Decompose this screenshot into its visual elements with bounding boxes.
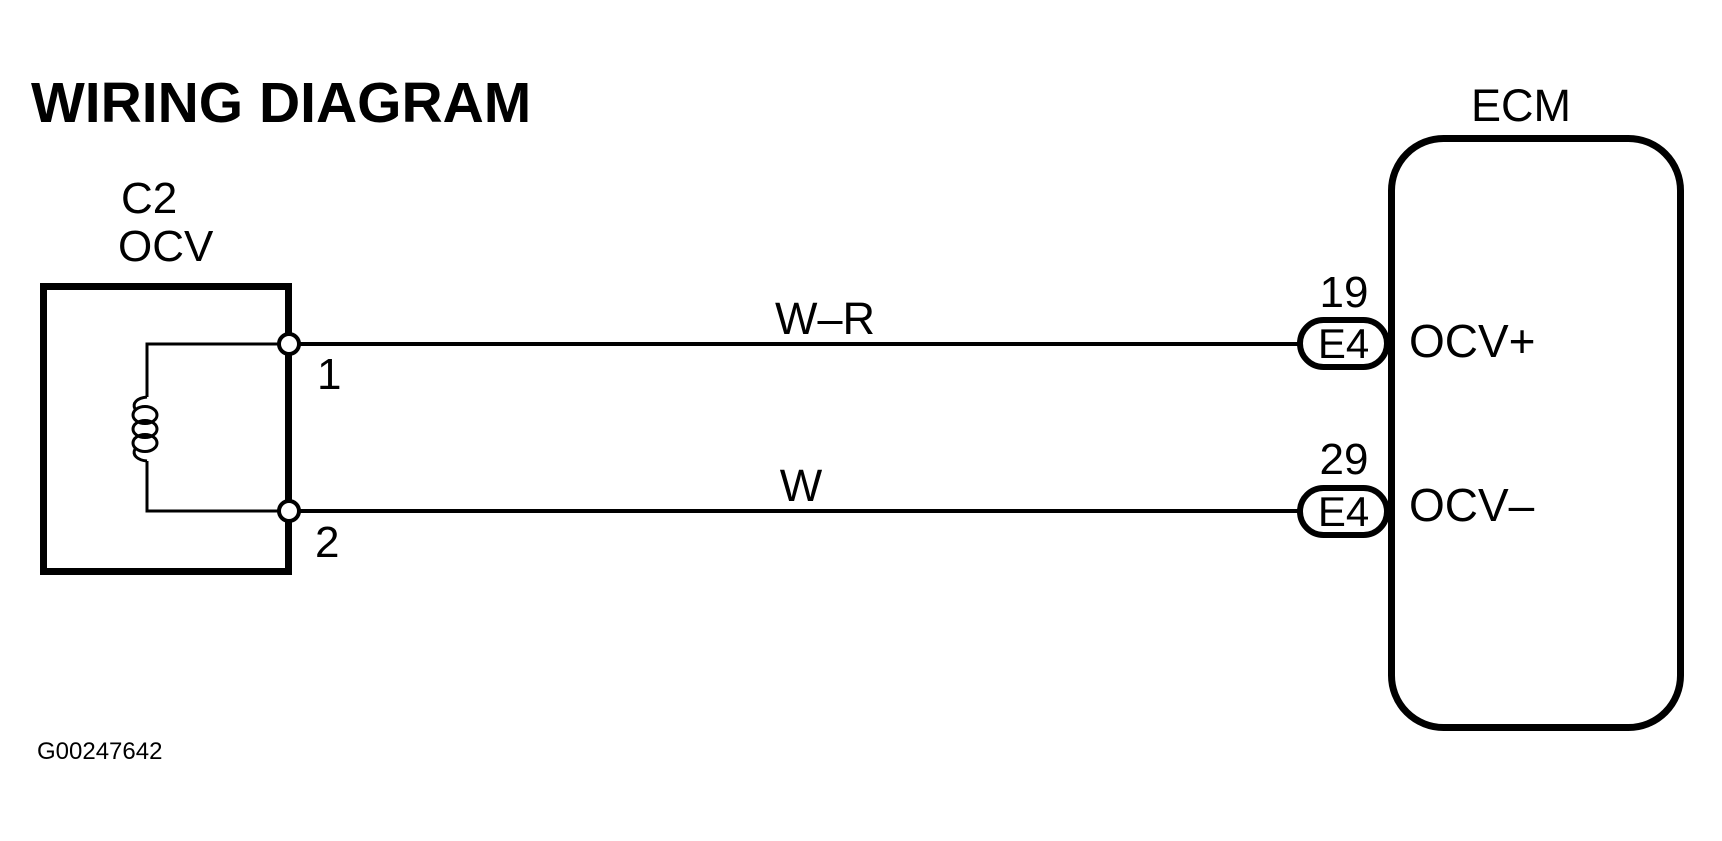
ecm-terminal-29-label: 29 [1319,435,1369,484]
signal-ocv-plus-label: OCV+ [1409,315,1536,367]
wire-color-label-w-r: W–R [775,293,875,344]
ecm-pin-pill-19 [1297,317,1390,370]
terminal-1-node [277,332,301,356]
connector-box [40,283,292,575]
connector-id-label: C2 [121,174,178,223]
figure-id-label: G00247642 [37,738,163,765]
ecm-label: ECM [1471,80,1571,131]
diagram-title: WIRING DIAGRAM [31,71,532,135]
ecm-box [1388,135,1684,731]
pin-2-label: 2 [315,518,340,567]
inductor-coil-icon [131,342,288,513]
ecm-connector-e4-bottom-label: E4 [1317,487,1370,535]
signal-ocv-minus-label: OCV– [1409,479,1535,531]
pin-1-label: 1 [317,350,342,399]
ecm-terminal-19-label: 19 [1319,268,1369,317]
connector-name-label: OCV [118,222,214,271]
terminal-2-node [277,499,301,523]
ecm-pin-pill-29 [1297,485,1390,538]
wire-color-label-w: W [779,460,823,511]
ecm-connector-e4-top-label: E4 [1317,319,1370,367]
